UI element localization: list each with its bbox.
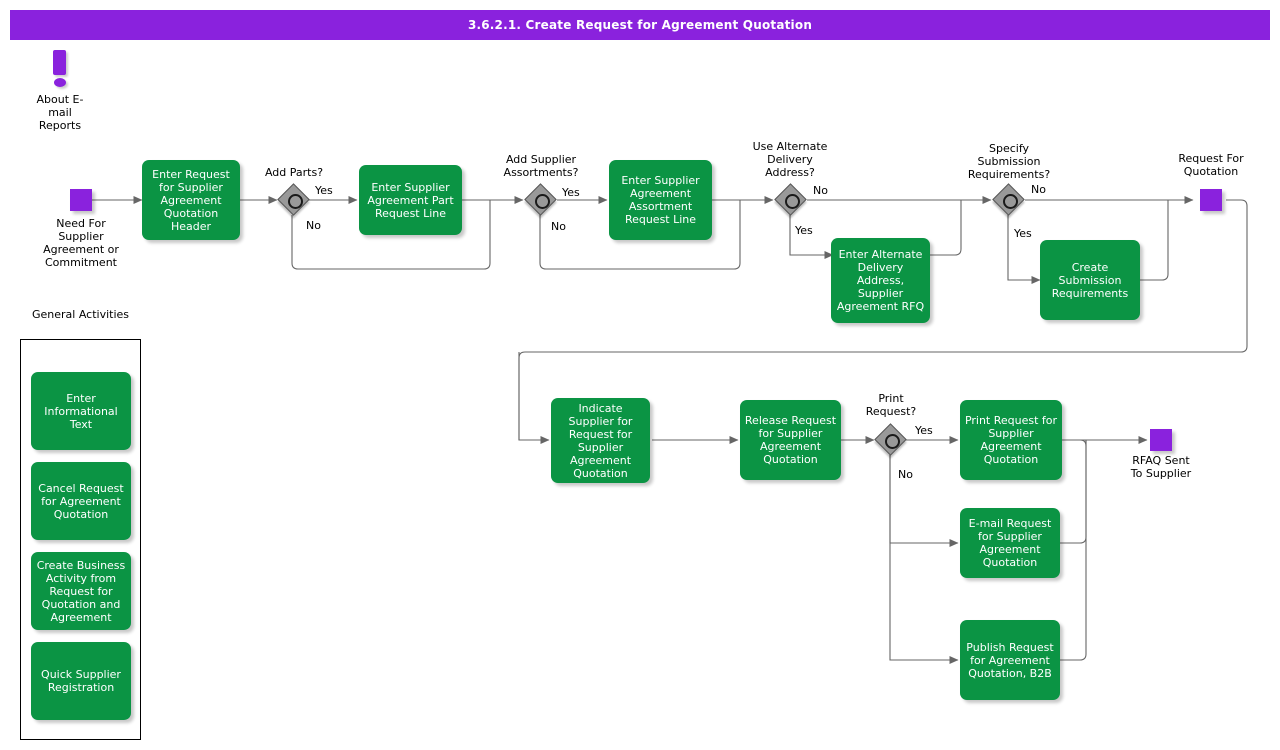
gateway-use-alternate-delivery-address-label: Use Alternate Delivery Address? [752,140,828,179]
task-enter-supplier-agreement-assortment-request-line[interactable]: Enter Supplier Agreement Assortment Requ… [609,160,712,240]
branch-yes-print-request: Yes [915,424,933,437]
branch-no-print-request: No [898,468,913,481]
branch-yes-alternate-delivery: Yes [795,224,813,237]
exclamation-dot [54,78,66,87]
gateway-circle-icon [535,194,550,209]
end-event-rfaq-sent[interactable] [1150,429,1172,451]
task-publish-request-for-agreement-quotation-b2b[interactable]: Publish Request for Agreement Quotation,… [960,620,1060,700]
task-enter-supplier-agreement-part-request-line[interactable]: Enter Supplier Agreement Part Request Li… [359,165,462,235]
branch-yes-submission-reqs: Yes [1014,227,1032,240]
branch-no-alternate-delivery: No [813,184,828,197]
task-print-request-for-supplier-agreement-quotation[interactable]: Print Request for Supplier Agreement Quo… [960,400,1062,480]
gateway-circle-icon [288,194,303,209]
task-enter-alternate-delivery-address[interactable]: Enter Alternate Delivery Address, Suppli… [831,238,930,323]
general-activities-panel: Enter Informational Text Cancel Request … [20,339,141,740]
task-create-submission-requirements[interactable]: Create Submission Requirements [1040,240,1140,320]
gateway-circle-icon [1003,194,1018,209]
diagram-title-bar: 3.6.2.1. Create Request for Agreement Qu… [10,10,1270,40]
branch-yes-add-parts: Yes [315,184,333,197]
task-indicate-supplier-for-request[interactable]: Indicate Supplier for Request for Suppli… [551,398,650,483]
page-title: 3.6.2.1. Create Request for Agreement Qu… [467,18,813,32]
intermediate-event-request-for-quotation[interactable] [1200,189,1222,211]
general-activities-title: General Activities [31,308,130,321]
gateway-circle-icon [885,434,900,449]
gateway-specify-submission-requirements-label: Specify Submission Requirements? [967,142,1051,181]
gateway-specify-submission-requirements[interactable] [992,183,1025,216]
branch-no-add-parts: No [306,219,321,232]
gateway-add-supplier-assortments-label: Add Supplier Assortments? [503,153,579,179]
general-activity-enter-informational-text[interactable]: Enter Informational Text [31,372,131,450]
gateway-circle-icon [785,194,800,209]
gateway-use-alternate-delivery-address[interactable] [774,183,807,216]
gateway-print-request-label: Print Request? [865,392,917,418]
start-event[interactable] [70,189,92,211]
general-activity-create-business-activity[interactable]: Create Business Activity from Request fo… [31,552,131,630]
gateway-add-parts[interactable] [277,183,310,216]
gateway-add-supplier-assortments[interactable] [524,183,557,216]
branch-no-submission-reqs: No [1031,183,1046,196]
task-enter-request-header[interactable]: Enter Request for Supplier Agreement Quo… [142,160,240,240]
about-email-reports-label[interactable]: About E- mail Reports [36,93,84,132]
gateway-print-request[interactable] [874,423,907,456]
task-release-request-for-supplier-agreement-quotation[interactable]: Release Request for Supplier Agreement Q… [740,400,841,480]
general-activity-cancel-request-for-agreement-quotation[interactable]: Cancel Request for Agreement Quotation [31,462,131,540]
task-email-request-for-supplier-agreement-quotation[interactable]: E-mail Request for Supplier Agreement Qu… [960,508,1060,578]
request-for-quotation-label: Request For Quotation [1178,152,1244,178]
exclamation-mark-icon [53,50,67,90]
general-activity-quick-supplier-registration[interactable]: Quick Supplier Registration [31,642,131,720]
rfaq-sent-label: RFAQ Sent To Supplier [1130,454,1192,480]
branch-yes-add-supplier-assortments: Yes [562,186,580,199]
gateway-add-parts-label: Add Parts? [264,166,324,179]
start-event-label: Need For Supplier Agreement or Commitmen… [43,217,119,269]
exclamation-bar [53,50,66,75]
branch-no-add-supplier-assortments: No [551,220,566,233]
